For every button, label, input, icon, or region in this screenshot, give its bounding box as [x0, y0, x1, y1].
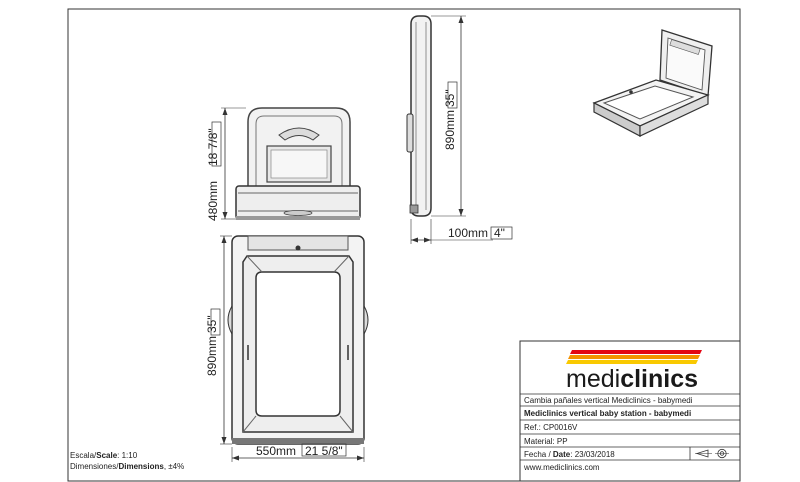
isometric-view [592, 29, 713, 137]
dim-35-inch-front: 35" [205, 315, 219, 333]
dimension-100-lines [410, 219, 513, 244]
drawing-date: Fecha / Date: 23/03/2018 [524, 450, 615, 459]
folded-front-view [235, 107, 361, 220]
product-name-es: Cambia pañales vertical Mediclinics - ba… [524, 396, 693, 405]
dimension-890-front-lines [210, 235, 232, 445]
dim-480mm: 480mm [206, 181, 220, 221]
dim-890mm-profile: 890mm [443, 110, 457, 150]
mediclinics-logo: mediclinics [566, 365, 698, 393]
scale-note: Escala/Scale: 1:10 [70, 451, 138, 460]
dim-18-7-8-inch: 18 7/8" [206, 128, 220, 166]
product-material: Material: PP [524, 437, 568, 446]
unfolded-front-view [227, 235, 369, 445]
dimension-480-lines [211, 107, 246, 220]
title-block [519, 340, 741, 482]
dim-100mm: 100mm [448, 226, 488, 240]
dim-35-inch-profile: 35" [443, 89, 457, 107]
projection-symbol-icon [695, 448, 729, 459]
dim-21-5-8-inch: 21 5/8" [305, 444, 343, 458]
dim-890mm-front: 890mm [205, 336, 219, 376]
dim-4-inch: 4" [494, 226, 505, 240]
dimension-890-profile-lines [431, 15, 466, 217]
product-name-en: Mediclinics vertical baby station - baby… [524, 409, 691, 418]
website: www.mediclinics.com [523, 463, 600, 472]
product-ref: Ref.: CP0016V [524, 423, 578, 432]
drawing-frame [67, 8, 741, 482]
dimension-550-lines [231, 443, 365, 462]
dimensions-note: Dimensiones/Dimensions, ±4% [70, 462, 184, 471]
dim-550mm: 550mm [256, 444, 296, 458]
logo-stripes [566, 350, 702, 364]
side-profile-view [406, 15, 432, 217]
